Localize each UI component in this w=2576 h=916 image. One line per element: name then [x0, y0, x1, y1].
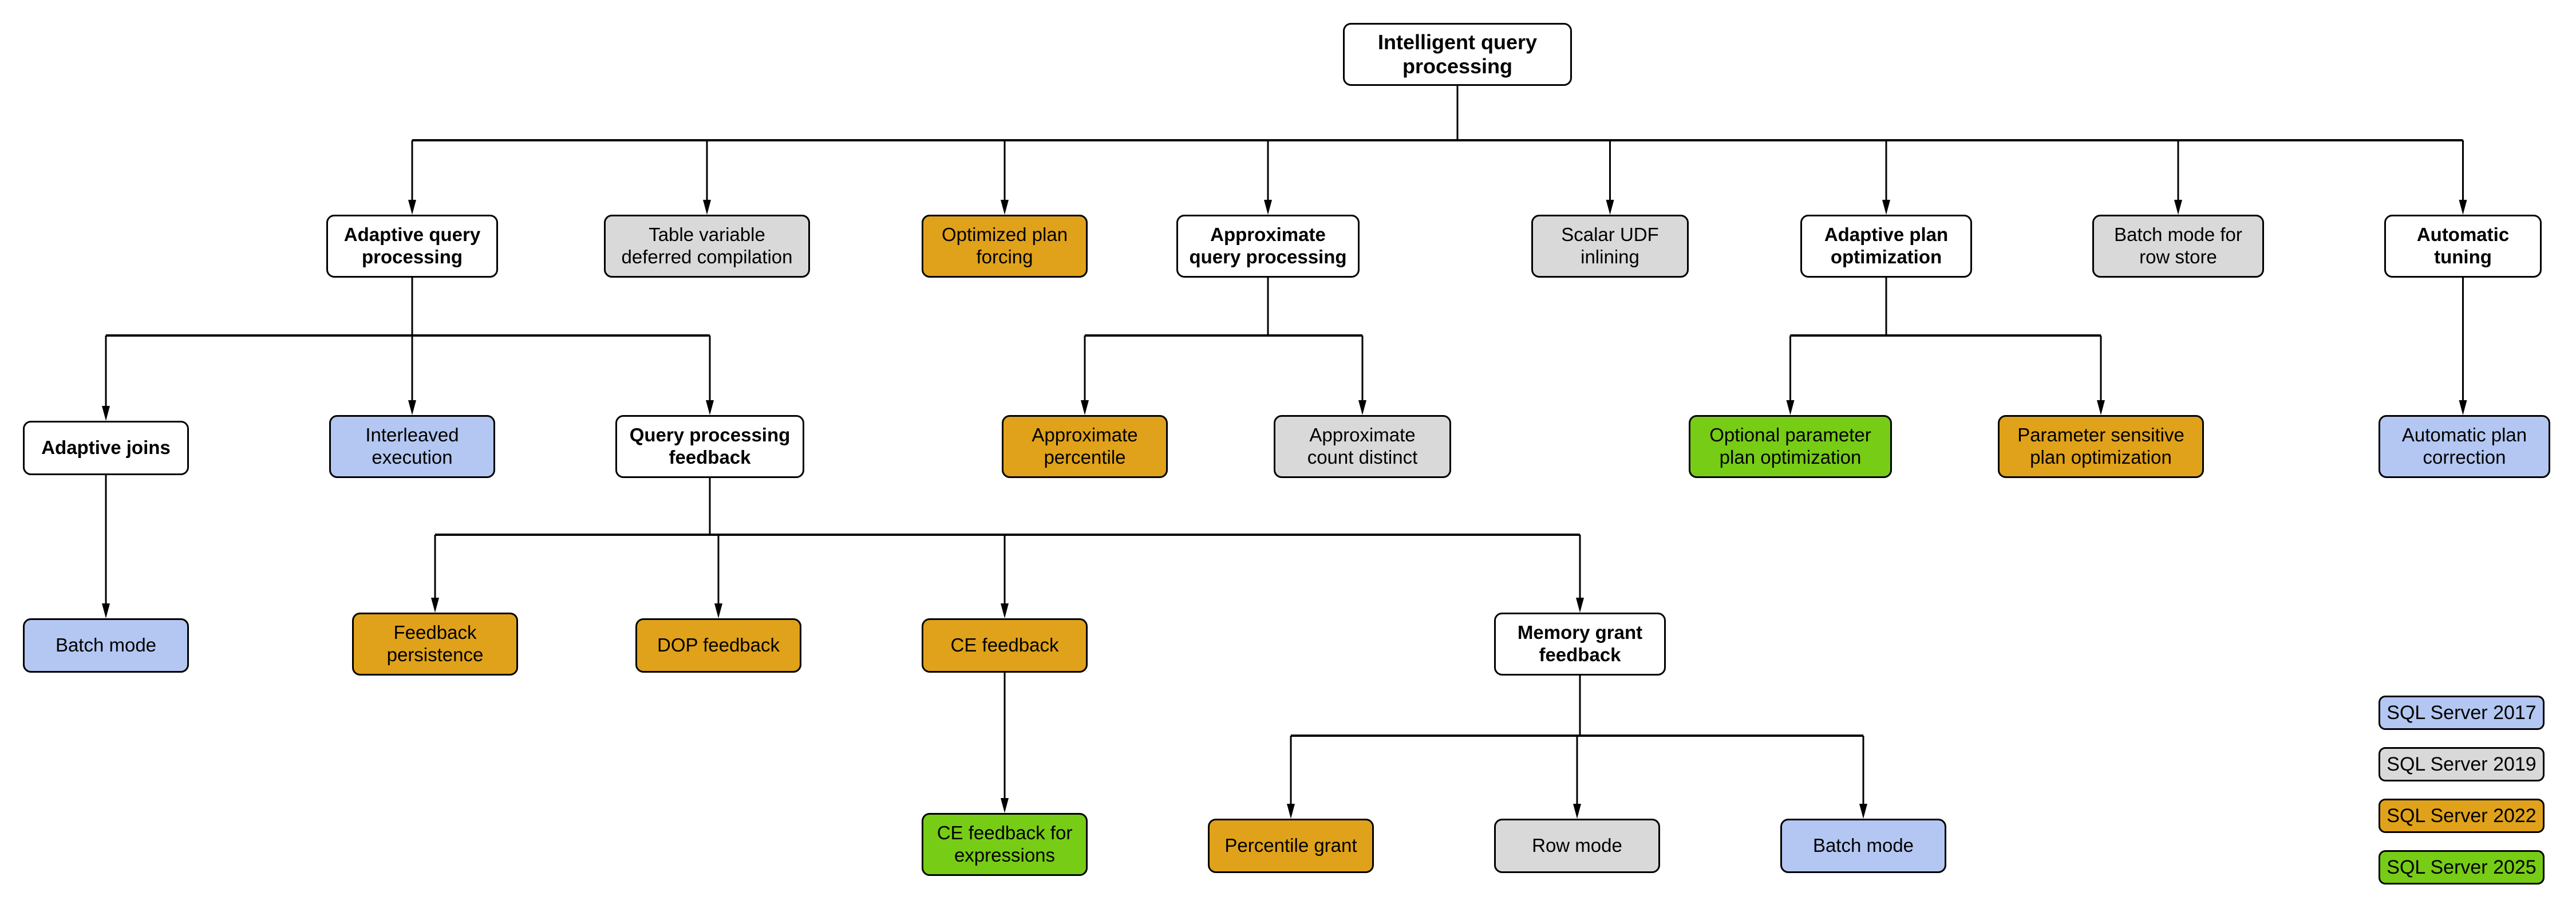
node-batch-mode-mgf[interactable]: Batch mode [1780, 819, 1946, 873]
legend-2019: SQL Server 2019 [2379, 747, 2545, 781]
node-approx-qp[interactable]: Approximate query processing [1176, 215, 1360, 278]
node-adaptive-joins[interactable]: Adaptive joins [23, 421, 189, 475]
node-pspo[interactable]: Parameter sensitive plan optimization [1998, 415, 2204, 478]
node-row-mode[interactable]: Row mode [1494, 819, 1660, 873]
legend-2022: SQL Server 2022 [2379, 799, 2545, 833]
node-ce-feedback[interactable]: CE feedback [922, 618, 1088, 673]
node-aqp[interactable]: Adaptive query processing [326, 215, 498, 278]
node-apo[interactable]: Adaptive plan optimization [1800, 215, 1972, 278]
node-tvdc[interactable]: Table variable deferred compilation [604, 215, 810, 278]
legend-2025: SQL Server 2025 [2379, 850, 2545, 885]
node-pct-grant[interactable]: Percentile grant [1208, 819, 1374, 873]
node-dop-feedback[interactable]: DOP feedback [635, 618, 801, 673]
node-bm-rowstore[interactable]: Batch mode for row store [2092, 215, 2264, 278]
node-scalar-udf[interactable]: Scalar UDF inlining [1531, 215, 1689, 278]
node-approx-pct[interactable]: Approximate percentile [1002, 415, 1168, 478]
node-apc[interactable]: Automatic plan correction [2379, 415, 2550, 478]
node-batch-mode-aj[interactable]: Batch mode [23, 618, 189, 673]
node-ce-fb-expr[interactable]: CE feedback for expressions [922, 813, 1088, 876]
node-auto-tuning[interactable]: Automatic tuning [2384, 215, 2542, 278]
node-qpf[interactable]: Query processing feedback [615, 415, 804, 478]
node-feedback-persist[interactable]: Feedback persistence [352, 613, 518, 676]
node-approx-cd[interactable]: Approximate count distinct [1274, 415, 1451, 478]
node-interleaved[interactable]: Interleaved execution [329, 415, 495, 478]
node-mgf[interactable]: Memory grant feedback [1494, 613, 1666, 676]
legend-2017: SQL Server 2017 [2379, 696, 2545, 730]
node-opf[interactable]: Optimized plan forcing [922, 215, 1088, 278]
node-oppo[interactable]: Optional parameter plan optimization [1689, 415, 1892, 478]
node-root[interactable]: Intelligent query processing [1343, 23, 1572, 86]
